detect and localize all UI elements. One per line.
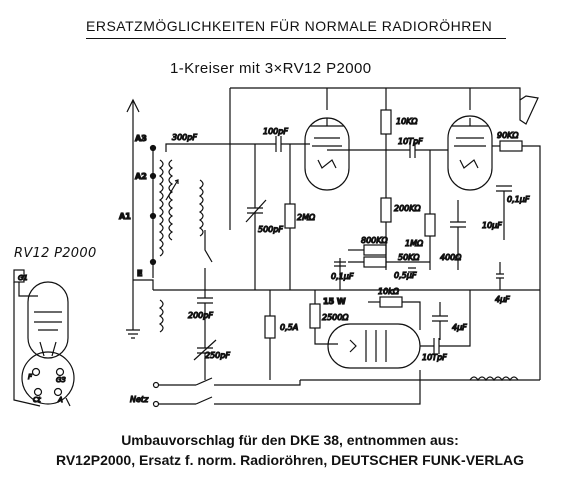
c-10n-b-label: 10TpF bbox=[422, 353, 447, 362]
filter-capacitor bbox=[496, 262, 504, 290]
c-300p-label: 300pF bbox=[172, 133, 197, 142]
tube-pinout-title: RV12 P2000 bbox=[14, 246, 97, 261]
r-1m-label: 1MΩ bbox=[405, 239, 424, 248]
series-resistor bbox=[309, 290, 338, 345]
terminal-a3-label: A3 bbox=[135, 134, 147, 143]
reaction-capacitor bbox=[197, 230, 213, 330]
tuning-capacitor bbox=[245, 144, 267, 290]
r-10k-b-label: 10kΩ bbox=[378, 287, 400, 296]
coupling-capacitor-2 bbox=[420, 290, 471, 354]
pin-g1-label: G1 bbox=[18, 274, 28, 282]
terminal-e-label: E bbox=[137, 269, 142, 278]
bias-network bbox=[334, 150, 466, 290]
circuit-subtitle: 1-Kreiser mit 3×RV12 P2000 bbox=[170, 60, 372, 77]
r-200k-label: 200KΩ bbox=[394, 204, 422, 213]
c-01u-label: 0,1µF bbox=[507, 195, 530, 204]
r-2m-label: 2MΩ bbox=[297, 213, 316, 222]
c-250p-label: 250pF bbox=[205, 351, 230, 360]
trimmer-capacitor bbox=[193, 330, 217, 380]
coupling-capacitor bbox=[386, 142, 448, 158]
r-90k-label: 90KΩ bbox=[497, 131, 519, 140]
output-capacitor bbox=[496, 185, 512, 240]
c-500p-label: 500pF bbox=[258, 225, 283, 234]
loudspeaker-icon bbox=[470, 87, 539, 125]
pin-a-label: A bbox=[57, 396, 63, 404]
mains-label: Netz bbox=[130, 395, 149, 404]
grid-leak-resistor bbox=[284, 144, 296, 290]
grid-capacitor bbox=[270, 136, 310, 152]
r-50k-label: 50KΩ bbox=[398, 253, 420, 262]
r-800k-label: 800KΩ bbox=[361, 236, 389, 245]
mains-input bbox=[152, 370, 540, 408]
w-15-label: 15 W bbox=[323, 297, 346, 306]
caption-line-2: RV12P2000, Ersatz f. norm. Radioröhren, … bbox=[55, 452, 525, 468]
fuse-icon bbox=[264, 290, 276, 380]
c-200p-label: 200pF bbox=[188, 311, 213, 320]
fuse-label: 0,5A bbox=[280, 323, 298, 332]
caption-line-1: Umbauvorschlag für den DKE 38, entnommen… bbox=[121, 432, 459, 448]
r-2500-label: 2500Ω bbox=[322, 313, 349, 322]
c-10u-label: 10µF bbox=[482, 221, 502, 230]
page-header: ERSATZMÖGLICHKEITEN FÜR NORMALE RADIORÖH… bbox=[86, 18, 506, 40]
rectifier-bias-resistor bbox=[368, 296, 421, 330]
plate-resistor bbox=[327, 88, 392, 151]
tube-pinout-diagram bbox=[13, 269, 75, 407]
choke-icon bbox=[469, 376, 519, 382]
antenna-input bbox=[126, 98, 157, 339]
pin-g3-label: G3 bbox=[56, 376, 66, 384]
tube-3 bbox=[327, 323, 421, 369]
pin-ct-label: Ct bbox=[33, 396, 41, 404]
title-underline bbox=[86, 38, 506, 39]
tube-1 bbox=[304, 88, 350, 191]
tube-2 bbox=[447, 88, 493, 191]
r-10k-label: 10KΩ bbox=[396, 117, 418, 126]
terminal-a1-label: A1 bbox=[119, 212, 131, 221]
tuning-coil bbox=[158, 159, 204, 333]
c-01u-b-label: 0,1µF bbox=[331, 272, 354, 281]
c-10n-a-label: 10TpF bbox=[398, 137, 423, 146]
terminal-a2-label: A2 bbox=[135, 172, 147, 181]
c-4u-b-label: 4µF bbox=[452, 323, 467, 332]
feedback-resistor bbox=[492, 140, 541, 380]
c-4u-label: 4µF bbox=[495, 295, 510, 304]
grid-lead bbox=[165, 143, 270, 152]
page-title: ERSATZMÖGLICHKEITEN FÜR NORMALE RADIORÖH… bbox=[86, 18, 493, 34]
c-05u-label: 0,5µF bbox=[394, 271, 417, 280]
r-400-label: 400Ω bbox=[440, 253, 462, 262]
pin-f-label: F bbox=[28, 373, 33, 381]
smoothing-capacitor bbox=[432, 302, 448, 340]
c-100p-label: 100pF bbox=[263, 127, 288, 136]
